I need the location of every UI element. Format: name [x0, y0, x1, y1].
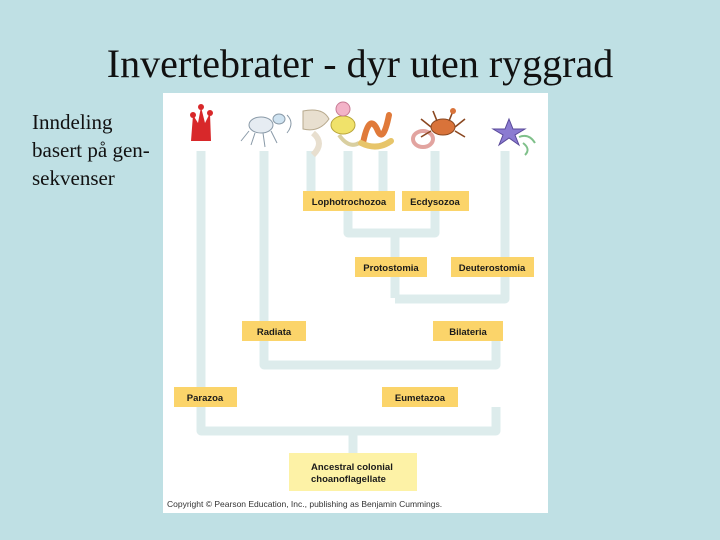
phylogenetic-tree: Lophotrochozoa Ecdysozoa Protostomia Deu…	[174, 101, 536, 491]
node-protostomia-label: Protostomia	[363, 263, 419, 274]
copyright-credit: Copyright © Pearson Education, Inc., pub…	[167, 499, 443, 509]
side-note-line-1: Inndeling	[32, 110, 113, 134]
node-eumetazoa: Eumetazoa	[382, 387, 458, 407]
node-parazoa: Parazoa	[174, 387, 237, 407]
arthropod-icon	[420, 108, 466, 138]
side-note-line-3: sekvenser	[32, 166, 115, 190]
node-protostomia: Protostomia	[355, 257, 427, 277]
node-parazoa-label: Parazoa	[187, 393, 224, 404]
node-bilateria: Bilateria	[433, 321, 503, 341]
node-ecdysozoa-label: Ecdysozoa	[410, 197, 460, 208]
node-ancestor: Ancestral colonial choanoflagellate	[289, 453, 417, 491]
node-ancestor-label-line2: choanoflagellate	[311, 474, 386, 485]
node-eumetazoa-label: Eumetazoa	[395, 393, 446, 404]
branch-parazoa-eumetazoa	[196, 151, 501, 436]
mollusc-icon	[330, 101, 361, 147]
echinoderm-icon	[491, 117, 536, 156]
slide-title: Invertebrater - dyr uten ryggrad	[106, 41, 614, 86]
node-lophotrochozoa: Lophotrochozoa	[303, 191, 395, 211]
node-radiata: Radiata	[242, 321, 306, 341]
nematode-icon	[411, 129, 435, 149]
annelid-icon	[358, 112, 394, 150]
node-ancestor-label-line1: Ancestral colonial	[311, 462, 393, 473]
cnidarian-icon	[240, 113, 292, 148]
branch-deuterostomia	[395, 151, 510, 304]
node-deuterostomia-label: Deuterostomia	[459, 263, 526, 274]
side-note: Inndeling basert på gen- sekvenser	[32, 108, 172, 192]
node-ecdysozoa: Ecdysozoa	[402, 191, 469, 211]
sponge-icon	[190, 104, 213, 141]
node-bilateria-label: Bilateria	[449, 327, 487, 338]
phylogenetic-tree-figure: Lophotrochozoa Ecdysozoa Protostomia Deu…	[163, 93, 548, 513]
node-deuterostomia: Deuterostomia	[451, 257, 534, 277]
node-lophotrochozoa-label: Lophotrochozoa	[312, 197, 387, 208]
node-radiata-label: Radiata	[257, 327, 292, 338]
branch-radiata-bilateria	[259, 151, 501, 370]
side-note-line-2: basert på gen-	[32, 138, 150, 162]
flatworm-icon	[302, 109, 330, 158]
